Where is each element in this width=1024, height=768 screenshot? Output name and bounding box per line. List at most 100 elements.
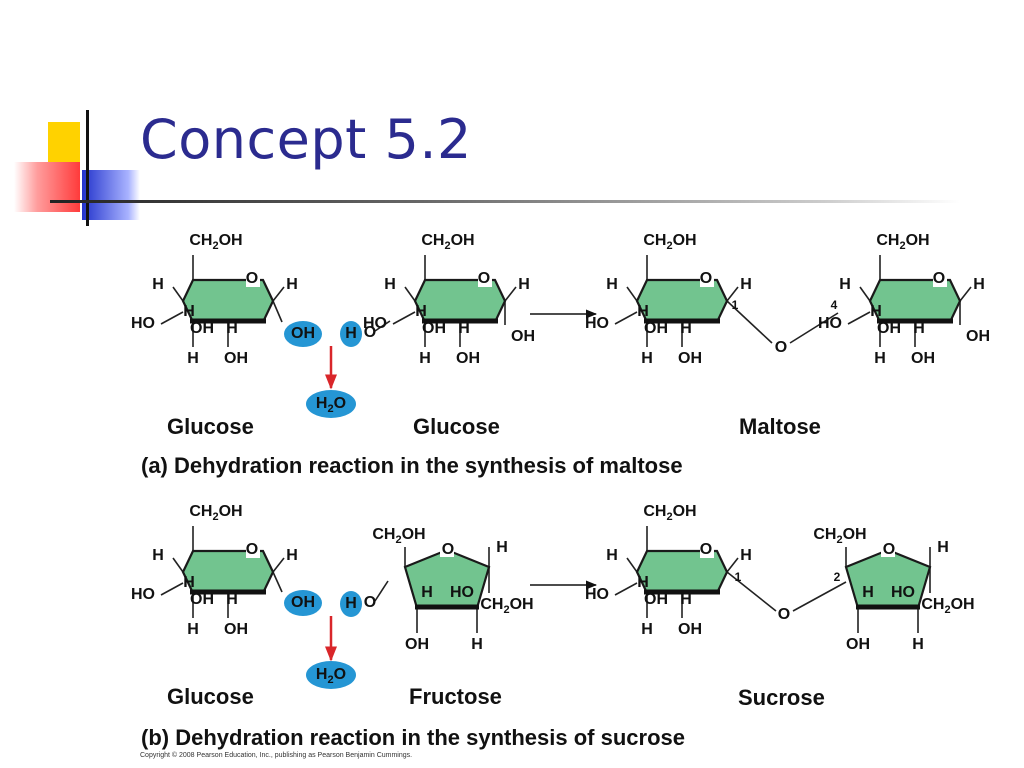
atom-label: OH <box>224 621 248 638</box>
furanose-ring <box>403 548 491 610</box>
hydroxyl-oval <box>284 590 322 616</box>
atom-label: OH <box>911 350 935 367</box>
atom-label: H <box>152 547 164 564</box>
atom-label: H <box>152 276 164 293</box>
atom-label: CH2OH <box>372 526 425 546</box>
hydroxyl-oval <box>284 321 322 347</box>
ring-oxygen: O <box>246 541 258 558</box>
atom-label: OH <box>966 328 990 345</box>
ring-oxygen: O <box>700 541 712 558</box>
hydrogen-h: H <box>345 325 357 342</box>
atom-label: H <box>740 547 752 564</box>
atom-label: H <box>641 621 653 638</box>
atom-label: H <box>740 276 752 293</box>
bond-line <box>272 286 285 302</box>
atom-label: H <box>183 303 195 320</box>
decoration <box>0 0 960 240</box>
label-maltose: Maltose <box>739 414 821 439</box>
atom-label: H <box>973 276 985 293</box>
atom-label: HO <box>363 315 387 332</box>
bond-line <box>859 286 871 302</box>
glycosidic-oxygen: O <box>778 606 790 623</box>
atom-label: OH <box>644 591 668 608</box>
bond-line <box>172 557 184 573</box>
atom-label: CH2OH <box>876 232 929 252</box>
ring-oxygen-bg <box>700 273 714 287</box>
deco-horizontal-line <box>50 200 960 203</box>
bond-line <box>404 286 416 302</box>
bond-line <box>504 286 517 302</box>
atom-label: OH <box>644 320 668 337</box>
atom-label: H <box>637 574 649 591</box>
ring-oxygen: O <box>442 541 454 558</box>
bond-line <box>626 286 638 302</box>
atom-label: HO <box>131 586 155 603</box>
atom-label: CH2OH <box>189 503 242 523</box>
bond-line <box>392 311 416 325</box>
ring-oxygen: O <box>883 541 895 558</box>
bond-line <box>160 582 184 596</box>
water-label: H2O <box>316 395 346 415</box>
atom-label: CH2OH <box>643 232 696 252</box>
ring-oxygen-bg <box>700 544 714 558</box>
bond-line <box>614 582 638 596</box>
atom-label: H <box>680 320 692 337</box>
atom-label: OH <box>190 591 214 608</box>
bond-line <box>726 557 739 573</box>
bond-line <box>172 286 184 302</box>
atom-label: H <box>862 584 874 601</box>
hydroxyl-oh: OH <box>291 325 315 342</box>
hydrogen-oval <box>340 321 362 347</box>
atom-label: H <box>419 350 431 367</box>
label-fructose: Fructose <box>409 684 502 709</box>
atom-label: OH <box>456 350 480 367</box>
atom-label: O <box>364 324 376 341</box>
atom-label: HO <box>891 584 915 601</box>
atom-label: H <box>606 276 618 293</box>
bond-line <box>374 580 389 602</box>
bond-line <box>726 300 773 344</box>
bond-line <box>374 320 391 332</box>
bond-line <box>272 300 283 323</box>
atom-label: H <box>496 539 508 556</box>
label-glucose-b1: Glucose <box>167 684 254 709</box>
bond-line <box>847 311 871 325</box>
atom-label: OH <box>422 320 446 337</box>
atom-label: H <box>286 547 298 564</box>
atom-label: OH <box>511 328 535 345</box>
deco-vertical-line <box>86 110 89 226</box>
atom-label: OH <box>678 621 702 638</box>
hydroxyl-oh: OH <box>291 594 315 611</box>
caption-a: (a) Dehydration reaction in the synthesi… <box>141 453 683 478</box>
atom-label: H <box>839 276 851 293</box>
bond-line <box>726 571 777 612</box>
atom-label: OH <box>846 636 870 653</box>
ring-oxygen: O <box>933 270 945 287</box>
atom-label: OH <box>224 350 248 367</box>
atom-label: CH2OH <box>813 526 866 546</box>
atom-label: CH2OH <box>189 232 242 252</box>
ring-oxygen-bg <box>933 273 947 287</box>
atom-label: H <box>913 320 925 337</box>
atom-label: H <box>874 350 886 367</box>
atom-label: HO <box>450 584 474 601</box>
bond-line <box>614 311 638 325</box>
atom-label: O <box>364 594 376 611</box>
atom-label: H <box>187 350 199 367</box>
ring-oxygen-bg <box>478 273 492 287</box>
atom-label: CH2OH <box>480 596 533 616</box>
atom-label: H <box>606 547 618 564</box>
water-oval <box>306 661 356 689</box>
atom-label: 4 <box>831 298 838 312</box>
label-sucrose: Sucrose <box>738 685 825 710</box>
atom-label: H <box>912 636 924 653</box>
atom-label: H <box>183 574 195 591</box>
ring-oxygen-bg <box>881 543 895 557</box>
atom-label: H <box>641 350 653 367</box>
ring-oxygen-bg <box>440 543 454 557</box>
bond-line <box>959 286 972 302</box>
atom-label: HO <box>131 315 155 332</box>
bond-line <box>626 557 638 573</box>
atom-label: H <box>471 636 483 653</box>
ring-oxygen: O <box>700 270 712 287</box>
